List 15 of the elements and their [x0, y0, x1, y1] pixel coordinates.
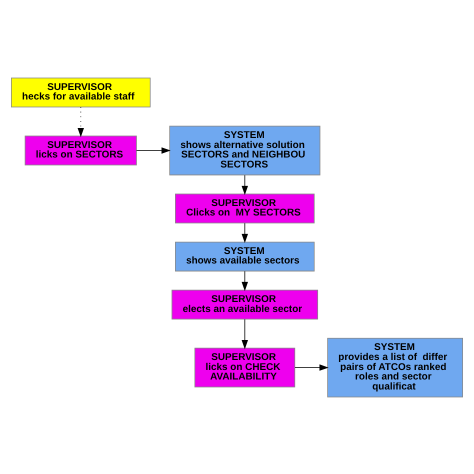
arrow	[294, 364, 329, 370]
arrow	[78, 106, 84, 137]
node-box: SYSTEM provides a list of differ pairs of ATCOs ranked roles and sector qualificat	[327, 337, 464, 397]
node-box: SYSTEM shows available sectors	[175, 241, 315, 271]
node-box: SUPERVISOR hecks for available staff	[10, 77, 151, 107]
node-box: SUPERVISOR Clicks on MY SECTORS	[175, 193, 315, 223]
node-box: SUPERVISOR licks on CHECK AVAILABILITY	[194, 347, 296, 387]
arrow	[242, 174, 248, 195]
node-box: SUPERVISOR licks on SECTORS	[24, 135, 137, 165]
node-box: SUPERVISOR elects an available sector	[172, 289, 318, 320]
arrow	[136, 146, 171, 154]
arrow	[242, 270, 248, 291]
arrow	[242, 222, 248, 243]
node-box: SYSTEM shows alternative solution SECTORS and NEIGHBOU SECTORS	[169, 125, 320, 175]
arrow	[242, 318, 248, 349]
